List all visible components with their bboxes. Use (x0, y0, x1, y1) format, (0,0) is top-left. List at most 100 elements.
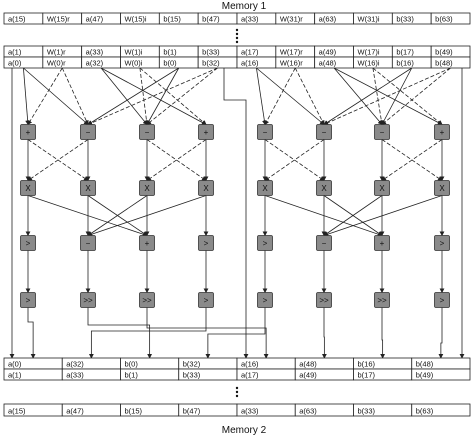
op-block-stage4: > (434, 292, 450, 308)
op-symbol: > (440, 239, 445, 248)
memory2-bottom-cell: a(47) (61, 403, 121, 417)
memory1-row0-cell: b(0) (158, 56, 199, 69)
op-symbol: X (25, 184, 31, 193)
op-symbol: − (322, 128, 327, 137)
op-symbol: > (204, 239, 209, 248)
memory2-row1-cell: a(1) (3, 368, 63, 381)
memory2-row0-cell: a(48) (294, 357, 354, 370)
memory1-top-cell: a(15) (3, 12, 44, 25)
memory1-top-cell: b(33) (391, 12, 432, 25)
memory2-row1-cell-label: a(49) (299, 371, 317, 380)
op-symbol: X (144, 184, 150, 193)
memory1-top-cell-label: b(63) (435, 15, 453, 24)
memory2-row0-cell-label: b(48) (416, 360, 434, 369)
memory2-row1-cell: a(17) (236, 368, 296, 381)
memory1-row1-cell-label: a(33) (86, 48, 104, 57)
op-block-stage4: >> (316, 292, 332, 308)
op-symbol: X (321, 184, 327, 193)
memory2-bottom-cell: a(15) (3, 403, 63, 417)
memory2-bottom-cell: b(63) (411, 403, 471, 417)
op-symbol: − (145, 128, 150, 137)
memory1-row1-cell: b(49) (430, 45, 471, 58)
op-block-stage3: − (316, 235, 332, 251)
op-block-stage2: X (434, 180, 450, 196)
op-block-stage3: > (257, 235, 273, 251)
op-symbol: > (263, 296, 268, 305)
memory2-row0-cell-label: a(0) (8, 360, 22, 369)
op-symbol: X (439, 184, 445, 193)
op-block-stage1: − (257, 124, 273, 140)
memory1-top-cell-label: b(47) (202, 15, 220, 24)
memory1-top-cell: a(47) (81, 12, 121, 25)
memory1-row0-cell: W(16)i (353, 56, 393, 69)
op-symbol: + (26, 128, 31, 137)
memory2-row0-cell-label: a(48) (299, 360, 317, 369)
memory2-row1-cell-label: a(33) (66, 371, 84, 380)
op-symbol: > (204, 296, 209, 305)
memory2-row1-cell-label: b(49) (416, 371, 434, 380)
op-symbol: X (85, 184, 91, 193)
op-block-stage2: X (316, 180, 332, 196)
memory2-bottom-cell: b(47) (178, 403, 238, 417)
op-symbol: − (86, 239, 91, 248)
memory1-row0-cell: b(16) (391, 56, 432, 69)
memory2-bottom-cell-label: b(33) (358, 407, 376, 416)
memory2-bottom-cell: b(33) (353, 403, 413, 417)
memory1-top-cell-label: b(33) (396, 15, 414, 24)
memory2-row-0: a(0)a(32)b(0)b(32)a(16)a(48)b(16)b(48) (3, 357, 471, 370)
memory2-row1-cell-label: a(1) (8, 371, 22, 380)
op-block-stage2: X (257, 180, 273, 196)
op-block-stage1: − (374, 124, 390, 140)
op-symbol: X (203, 184, 209, 193)
memory1-top-cell: a(63) (314, 12, 354, 25)
memory1-row1-cell-label: b(1) (163, 48, 177, 57)
op-block-stage4: >> (139, 292, 155, 308)
op-symbol: − (322, 239, 327, 248)
memory1-row0-cell-label: b(16) (396, 59, 414, 68)
memory1-row1-cell: a(1) (3, 45, 44, 58)
memory1-row1-cell: b(1) (158, 45, 199, 58)
memory1-title: Memory 1 (222, 1, 267, 12)
memory1-top-cell: b(15) (158, 12, 199, 25)
memory2-row0-cell: b(0) (120, 357, 180, 370)
memory2-bottom-cell-label: a(15) (8, 407, 26, 416)
memory2-row1-cell-label: b(17) (358, 371, 376, 380)
memory1-row0-cell: W(0)i (120, 56, 160, 69)
op-block-stage1: + (434, 124, 450, 140)
memory1-row1-cell: W(1)r (42, 45, 83, 58)
ellipsis-dots-bottom (235, 386, 239, 398)
op-block-stage3: + (374, 235, 390, 251)
memory1-row1-cell-label: b(49) (435, 48, 453, 57)
memory2-bottom-cell: a(33) (236, 403, 296, 417)
op-symbol: + (145, 239, 150, 248)
memory1-top-cell: a(33) (236, 12, 277, 25)
op-symbol: >> (83, 296, 93, 305)
op-block-stage2: X (80, 180, 96, 196)
op-symbol: − (380, 128, 385, 137)
memory2-row0-cell: b(16) (353, 357, 413, 370)
op-block-stage3: + (139, 235, 155, 251)
memory1-top-cell: W(31)i (353, 12, 393, 25)
memory1-row1-cell-label: b(17) (396, 48, 414, 57)
memory1-row0-cell-label: W(16)i (358, 59, 380, 68)
op-symbol: + (380, 239, 385, 248)
op-symbol: > (26, 296, 31, 305)
memory1-row1-cell-label: W(17)i (358, 48, 380, 57)
memory1-top-cell-label: a(15) (8, 15, 26, 24)
op-symbol: + (440, 128, 445, 137)
memory1-top-cell: W(31)r (275, 12, 316, 25)
memory2-bottom-cell-label: a(63) (299, 407, 317, 416)
memory1-row1-cell-label: a(49) (319, 48, 337, 57)
memory1-top-cell: b(47) (197, 12, 238, 25)
memory2-bottom-cell-label: b(15) (125, 407, 143, 416)
memory2-row-1: a(1)a(33)b(1)b(33)a(17)a(49)b(17)b(49) (3, 368, 471, 381)
memory1-row1-cell: W(1)i (120, 45, 160, 58)
memory2-row0-cell-label: b(32) (183, 360, 201, 369)
memory1-top-cell-label: W(31)i (358, 15, 380, 24)
op-block-stage3: > (434, 235, 450, 251)
op-block-stage4: >> (374, 292, 390, 308)
